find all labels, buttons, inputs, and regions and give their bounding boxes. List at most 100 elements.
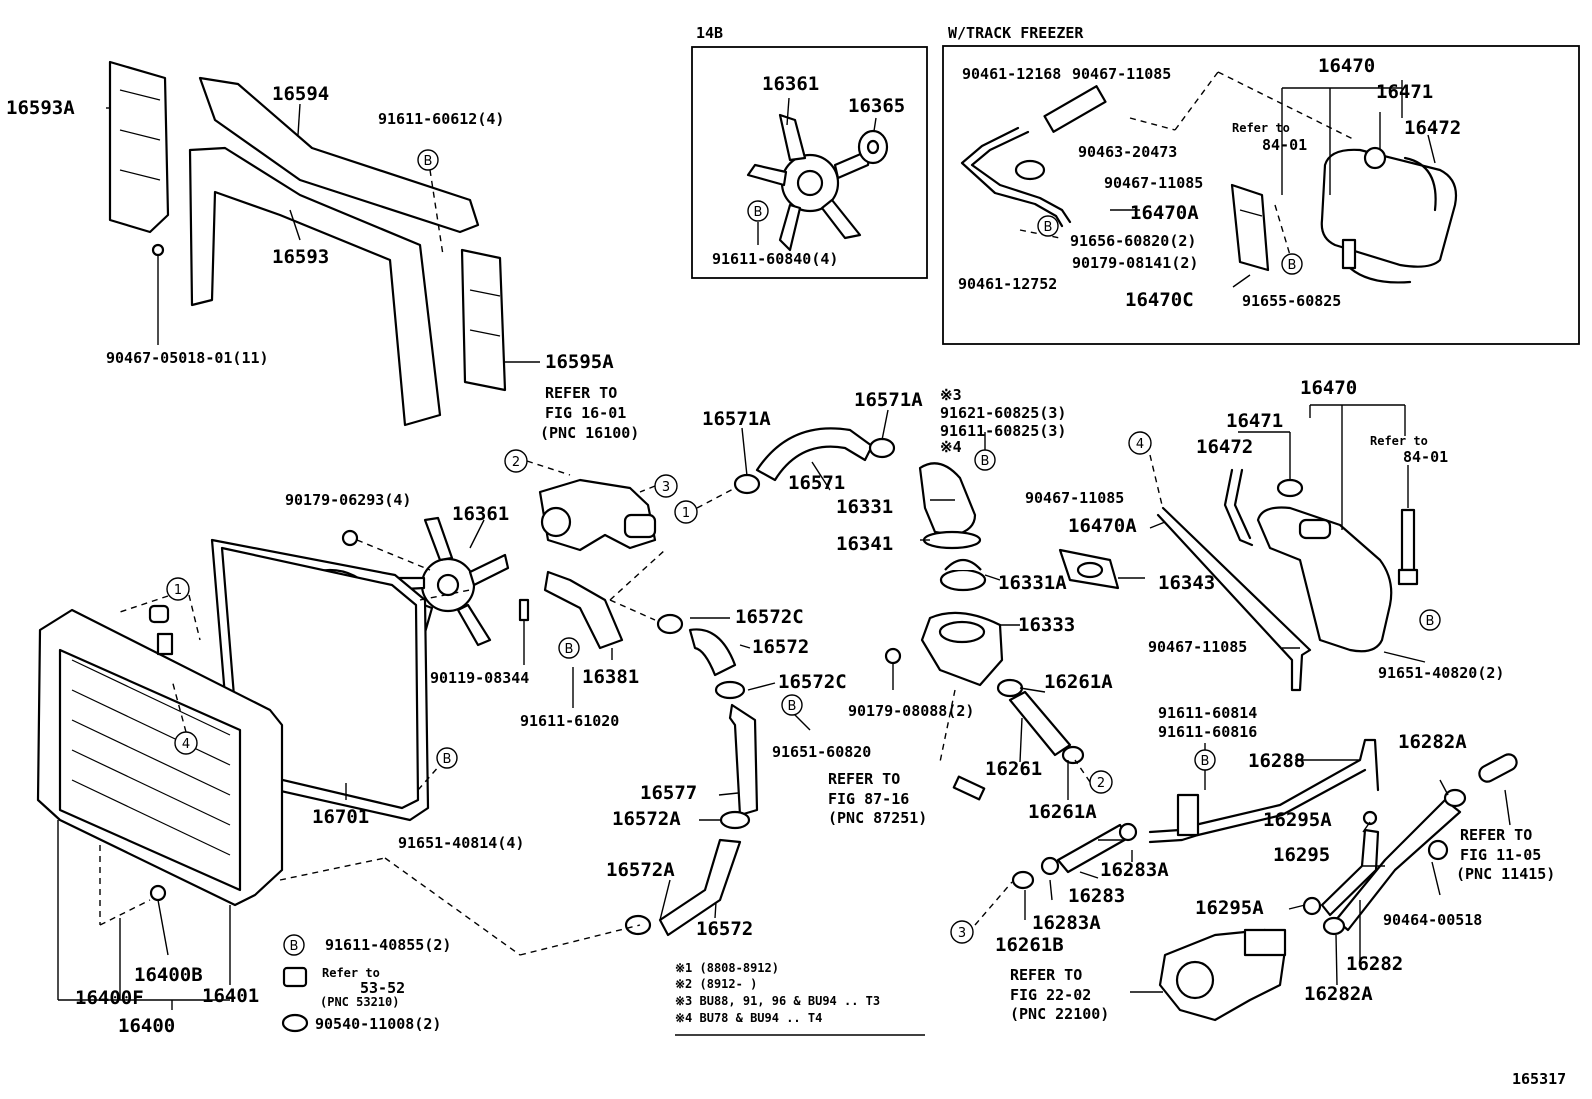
label-fig-11-05: FIG 11-05	[1460, 846, 1541, 864]
hose-16470a	[1156, 506, 1312, 692]
label-16571a-right: 16571A	[854, 389, 923, 411]
label-90540-11008: 90540-11008(2)	[315, 1015, 441, 1033]
label-16472-freezer: 16472	[1404, 117, 1461, 139]
label-91655-60825: 91655-60825	[1242, 292, 1341, 310]
hose-16577	[728, 703, 759, 817]
label-16571: 16571	[788, 472, 845, 494]
label-16282a-b: 16282A	[1304, 983, 1373, 1005]
screw-icon	[151, 243, 165, 257]
label-90467-11085-b: 90467-11085	[1104, 174, 1203, 192]
label-16261a-b: 16261A	[1028, 801, 1097, 823]
cushion-90540-icon	[281, 1013, 309, 1033]
label-90467-11085-d: 90467-11085	[1148, 638, 1247, 656]
legend-line-1: ※1 (8808-8912)	[675, 961, 779, 975]
label-91611-60612: 91611-60612(4)	[378, 110, 504, 128]
label-16400b: 16400B	[134, 964, 203, 986]
clamp-16571a-right	[868, 437, 896, 459]
svg-text:B: B	[565, 642, 574, 657]
label-pnc-16100: (PNC 16100)	[540, 424, 639, 442]
water-pump-assembly	[538, 478, 657, 552]
label-90461-12168: 90461-12168	[962, 65, 1061, 83]
label-16261b: 16261B	[995, 934, 1064, 956]
hose-16282	[1322, 788, 1467, 936]
label-91651-40814: 91651-40814(4)	[398, 834, 524, 852]
label-16288: 16288	[1248, 750, 1305, 772]
svg-text:B: B	[788, 699, 797, 714]
label-16701: 16701	[312, 806, 369, 828]
label-91611-40855: 91611-40855(2)	[325, 936, 451, 954]
label-16295a-a: 16295A	[1263, 809, 1332, 831]
label-refer-to-c: Refer to	[322, 966, 380, 980]
radiator-16400	[36, 604, 284, 907]
label-16572a-b: 16572A	[606, 859, 675, 881]
label-star3: ※3	[940, 386, 962, 404]
label-90464-00518: 90464-00518	[1383, 911, 1482, 929]
svg-text:3: 3	[662, 480, 670, 495]
fan-16361	[383, 516, 510, 652]
hose-16571	[755, 427, 874, 482]
label-pnc-53210: (PNC 53210)	[320, 995, 399, 1009]
label-91611-60840: 91611-60840(4)	[712, 250, 838, 268]
label-16470-freezer: 16470	[1318, 55, 1375, 77]
label-fig-87-16: FIG 87-16	[828, 790, 909, 808]
pipe-11415	[1478, 753, 1518, 783]
svg-text:1: 1	[174, 583, 182, 598]
label-16471: 16471	[1226, 410, 1283, 432]
nut-icon	[341, 529, 359, 547]
shroud-plate-16593a	[108, 60, 170, 234]
svg-text:B: B	[1044, 220, 1053, 235]
label-16470a: 16470A	[1068, 515, 1137, 537]
label-16577: 16577	[640, 782, 697, 804]
label-16295: 16295	[1273, 844, 1330, 866]
label-16572-lower: 16572	[696, 918, 753, 940]
label-16595a: 16595A	[545, 351, 614, 373]
label-90467-11085-a: 90467-11085	[1072, 65, 1171, 83]
label-90179-08088: 90179-08088(2)	[848, 702, 974, 720]
reservoir-cap-icon	[1298, 518, 1332, 540]
label-84-01-a: 84-01	[1262, 136, 1307, 154]
label-84-01-b: 84-01	[1403, 448, 1448, 466]
label-refer-to-16-01: REFER TO	[545, 384, 617, 402]
label-16401: 16401	[202, 985, 259, 1007]
water-inlet-16333	[920, 611, 1004, 687]
label-16331a: 16331A	[998, 572, 1067, 594]
label-90467-11085-c: 90467-11085	[1025, 489, 1124, 507]
label-91651-40820: 91651-40820(2)	[1378, 664, 1504, 682]
label-16282: 16282	[1346, 953, 1403, 975]
label-90467-05018: 90467-05018-01(11)	[106, 349, 269, 367]
label-16283: 16283	[1068, 885, 1125, 907]
nut-90179-08088-icon	[884, 647, 902, 665]
svg-text:B: B	[754, 205, 763, 220]
figure-number: 165317	[1512, 1070, 1566, 1088]
label-16343: 16343	[1158, 572, 1215, 594]
label-refer-to-11-05: REFER TO	[1460, 826, 1532, 844]
legend-line-3: ※3 BU88, 91, 96 & BU94 .. T3	[675, 994, 880, 1008]
label-90463-20473: 90463-20473	[1078, 143, 1177, 161]
label-16470c: 16470C	[1125, 289, 1194, 311]
legend-line-2: ※2 (8912- )	[675, 977, 757, 991]
legend-line-4: ※4 BU78 & BU94 .. T4	[675, 1011, 822, 1025]
label-star4: ※4	[940, 438, 962, 456]
label-16361: 16361	[452, 503, 509, 525]
hose-16261	[996, 678, 1085, 765]
fan-16361-14b	[746, 113, 872, 252]
svg-text:2: 2	[1097, 776, 1105, 791]
label-16571a-left: 16571A	[702, 408, 771, 430]
label-pnc-11415: (PNC 11415)	[1456, 865, 1555, 883]
label-refer-to-87-16: REFER TO	[828, 770, 900, 788]
bracket-16381	[543, 570, 624, 650]
svg-text:4: 4	[182, 737, 190, 752]
clamp-16571a-left	[733, 473, 761, 495]
label-53-52: 53-52	[360, 979, 405, 997]
part-labels: 16593A 16594 91611-60612(4) 16593 90467-…	[6, 55, 1566, 1088]
label-90179-06293: 90179-06293(4)	[285, 491, 411, 509]
label-16261a-a: 16261A	[1044, 671, 1113, 693]
label-91611-60816: 91611-60816	[1158, 723, 1257, 741]
label-16572c-b: 16572C	[778, 671, 847, 693]
label-91656-60820: 91656-60820(2)	[1070, 232, 1196, 250]
label-16341: 16341	[836, 533, 893, 555]
label-16470a-freezer: 16470A	[1130, 202, 1199, 224]
svg-text:B: B	[1288, 258, 1297, 273]
gasket-16343	[1058, 548, 1120, 590]
